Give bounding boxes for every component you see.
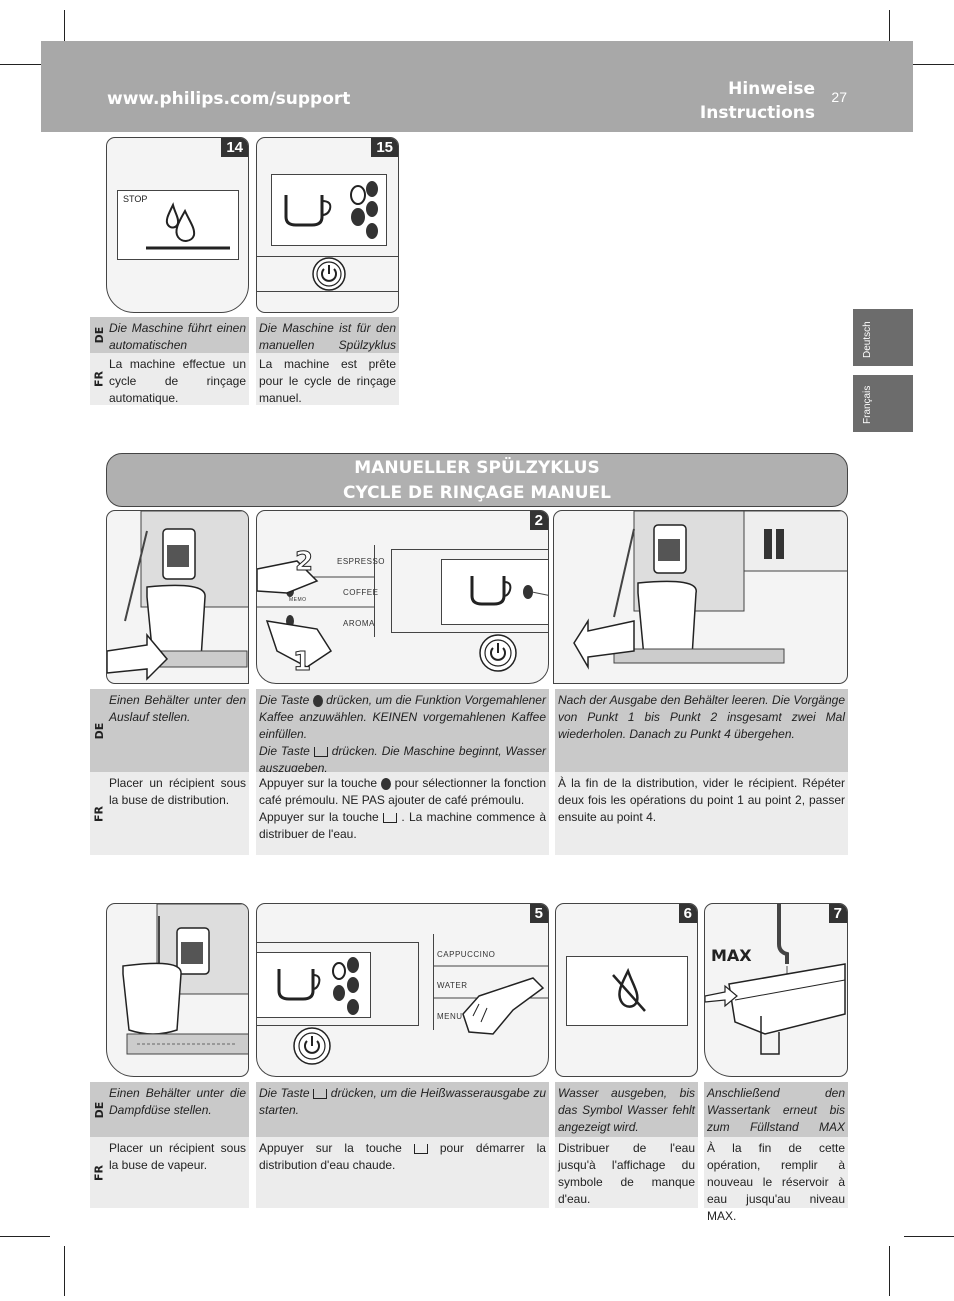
cappuccino-button[interactable]: CAPPUCCINO <box>437 950 496 959</box>
step-5-text-fr: Appuyer sur la touche pour démarrer la d… <box>256 1137 549 1208</box>
no-water-icon <box>612 967 646 1012</box>
step-7-illustration: 7 MAX <box>704 903 848 1077</box>
page-header: www.philips.com/support Hinweise Instruc… <box>41 41 913 132</box>
step-1-illustration: 1 <box>106 510 249 684</box>
page-title: Hinweise Instructions <box>699 79 815 123</box>
machine-display <box>257 952 371 1018</box>
step-2-text-de: Die Taste drücken, um die Funktion Vorge… <box>256 689 549 775</box>
crop-mark <box>64 1246 65 1296</box>
max-label: MAX <box>711 946 752 965</box>
step-15-text-de: Die Maschine ist für den manuellen Spülz… <box>256 317 399 369</box>
step-number: 5 <box>529 904 548 923</box>
step-4-illustration: 4 <box>106 903 249 1077</box>
crop-mark <box>64 10 65 60</box>
machine-with-jug-icon <box>107 511 248 681</box>
memo-label: MEMO <box>289 597 307 603</box>
step-5-illustration: 5 CAPPUCCINO WATER MENU <box>256 903 549 1077</box>
step-5-text-de: Die Taste drücken, um die Heißwasserausg… <box>256 1082 549 1137</box>
aroma-button[interactable]: AROMA <box>343 619 375 628</box>
machine-display: STOP <box>117 190 239 260</box>
ground-coffee-icon <box>380 777 391 790</box>
hot-water-icon <box>313 1088 328 1099</box>
water-tank-filling-icon <box>705 904 846 1055</box>
coffee-button[interactable]: COFFEE <box>343 588 379 597</box>
step-4-text-fr: FR Placer un récipient sous la buse de v… <box>90 1137 249 1208</box>
power-button-icon[interactable] <box>311 256 347 292</box>
machine-display <box>566 956 688 1026</box>
espresso-button[interactable]: ESPRESSO <box>337 557 386 566</box>
tab-francais[interactable]: Français <box>853 375 913 432</box>
machine-control-strip <box>257 256 398 292</box>
section-title: MANUELLER SPÜLZYKLUS CYCLE DE RINÇAGE MA… <box>106 453 848 507</box>
page-number: 27 <box>831 89 847 105</box>
crop-mark <box>889 1246 890 1296</box>
stop-label: STOP <box>123 194 148 204</box>
tab-deutsch[interactable]: Deutsch <box>853 309 913 366</box>
crop-mark <box>904 1236 954 1237</box>
power-button-icon[interactable] <box>478 633 518 673</box>
cup-button-icon <box>383 812 398 823</box>
cup-button-icon <box>313 746 328 757</box>
crop-mark <box>889 10 890 60</box>
display-frame <box>391 549 548 633</box>
button-strip <box>433 934 548 1030</box>
step-14-illustration: 14 STOP <box>106 137 249 313</box>
support-url[interactable]: www.philips.com/support <box>107 89 351 109</box>
machine-emptying-jug-icon <box>573 511 847 670</box>
step-15-illustration: 15 <box>256 137 399 313</box>
step-1-text-de: DE Einen Behälter unter den Auslauf stel… <box>90 689 249 772</box>
step-number: 14 <box>221 138 248 157</box>
callout-2: 2 <box>294 547 314 578</box>
step-3-text-fr: À la fin de la distribution, vider le ré… <box>555 772 848 855</box>
step-7-text-de: Anschließend den Wassertank erneut bis z… <box>704 1082 848 1151</box>
step-6-text-fr: Distribuer de l'eau jusqu'à l'affichage … <box>555 1137 698 1208</box>
step-4-text-de: DE Einen Behälter unter die Dampfdüse st… <box>90 1082 249 1137</box>
cup-icon <box>470 576 548 606</box>
crop-mark <box>904 64 954 65</box>
step-15-text-fr: La machine est prête pour le cycle de ri… <box>256 353 399 405</box>
jug-under-steam-wand-icon <box>122 904 248 1055</box>
menu-button[interactable]: MENU <box>437 1012 463 1021</box>
pressing-hands-icon <box>257 560 375 668</box>
pressing-hand-icon <box>462 977 545 1035</box>
step-14-text-fr: FR La machine effectue un cycle de rinça… <box>90 353 249 405</box>
cup-and-beans-icon <box>284 181 378 239</box>
step-number: 15 <box>371 138 398 157</box>
power-button-icon[interactable] <box>292 1026 332 1066</box>
callout-1: 1 <box>292 647 312 678</box>
button-strip <box>257 545 375 637</box>
step-6-illustration: 6 <box>555 903 698 1077</box>
step-number: 7 <box>828 904 847 923</box>
cup-and-beans-icon <box>277 957 359 1015</box>
crop-mark <box>0 64 50 65</box>
machine-display <box>271 174 387 246</box>
water-button[interactable]: WATER <box>437 981 468 990</box>
step-number: 2 <box>529 511 548 530</box>
step-3-illustration: 3 <box>553 510 848 684</box>
machine-display <box>441 559 548 625</box>
step-6-text-de: Wasser ausgeben, bis das Symbol Wasser f… <box>555 1082 698 1137</box>
ground-coffee-icon <box>312 694 323 707</box>
step-14-text-de: DE Die Maschine führt einen automatische… <box>90 317 249 369</box>
step-2-text-fr: Appuyer sur la touche pour sélectionner … <box>256 772 549 855</box>
step-number: 6 <box>678 904 697 923</box>
hot-water-icon <box>413 1143 428 1154</box>
step-2-illustration: 2 ESPRESSO COFFEE AROMA MEMO 2 1 <box>256 510 549 684</box>
step-7-text-fr: À la fin de cette opération, remplir à n… <box>704 1137 848 1223</box>
display-frame <box>257 942 419 1026</box>
step-1-text-fr: FR Placer un récipient sous la buse de d… <box>90 772 249 855</box>
water-drops-icon <box>146 202 230 250</box>
step-3-text-de: Nach der Ausgabe den Behälter leeren. Di… <box>555 689 848 772</box>
crop-mark <box>0 1236 50 1237</box>
